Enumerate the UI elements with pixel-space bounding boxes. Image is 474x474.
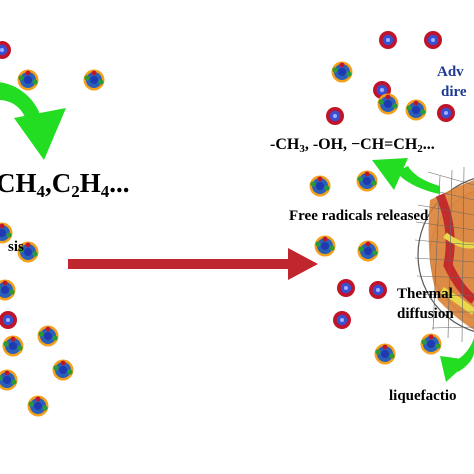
molecule-icon (309, 175, 331, 197)
molecule-icon (0, 41, 11, 59)
molecule-icon (357, 240, 379, 262)
molecule-icon (369, 281, 387, 299)
molecule-icon (424, 31, 442, 49)
pyrolysis-label: sis (8, 239, 24, 255)
green-arrow-liquefaction (440, 338, 474, 382)
molecule-icon (17, 69, 39, 91)
molecule-icon (379, 31, 397, 49)
thermal-diffusion-label-line1: Thermal (397, 286, 453, 302)
molecule-icon (0, 279, 16, 301)
green-arrow-radicals (372, 158, 440, 194)
molecule-icon (83, 69, 105, 91)
molecule-icon (333, 311, 351, 329)
process-arrow (68, 248, 318, 280)
functional-groups-label: -CH3, -OH, −CH=CH2... (270, 136, 435, 155)
thermal-diffusion-label-line2: diffusion (397, 306, 454, 322)
molecule-icon (314, 235, 336, 257)
molecule-icon (405, 99, 427, 121)
molecule-icon (337, 279, 355, 297)
molecule-icon (437, 104, 455, 122)
liquefaction-label: liquefactio (389, 388, 457, 404)
advanced-label-line2: dire (441, 84, 467, 100)
advanced-label-line1: Adv (437, 64, 464, 80)
molecule-icon (374, 343, 396, 365)
gas-products-label: CH4,C2H4... (0, 168, 130, 201)
free-radicals-label: Free radicals released (289, 208, 429, 224)
molecule-icon (27, 395, 49, 417)
molecule-icon (377, 93, 399, 115)
molecule-icon (0, 311, 17, 329)
molecule-icon (326, 107, 344, 125)
coal-particle-icon (414, 166, 474, 343)
molecule-icon (2, 335, 24, 357)
molecule-icon (37, 325, 59, 347)
green-arrow-left (0, 82, 66, 160)
molecule-icon (420, 333, 442, 355)
molecule-icon (0, 369, 18, 391)
molecule-icon (356, 170, 378, 192)
molecule-icon (52, 359, 74, 381)
molecule-icon (331, 61, 353, 83)
